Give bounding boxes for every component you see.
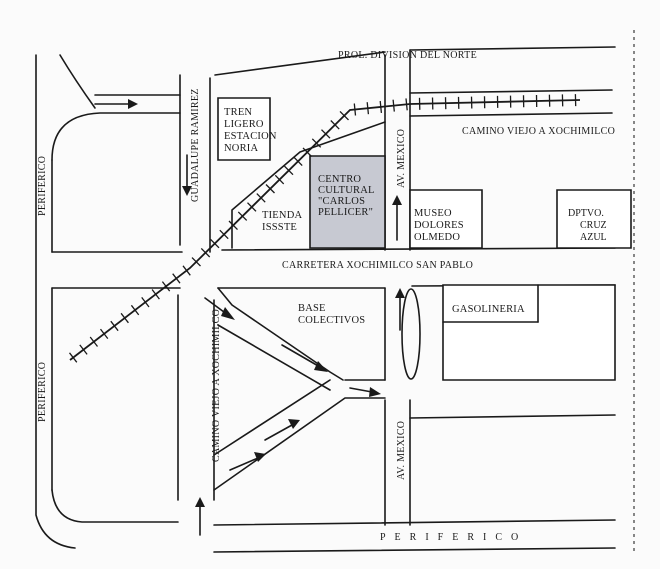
track-tie	[294, 157, 302, 166]
track-tie	[275, 175, 283, 184]
track-tie	[183, 266, 190, 276]
track-tie	[406, 98, 407, 110]
arrow-guadalupe-down	[182, 155, 192, 196]
track-tie	[142, 297, 149, 307]
arrow-av-mexico-oval	[395, 288, 405, 330]
label-periferico-left-bottom: PERIFERICO	[37, 362, 48, 422]
track-tie	[380, 101, 381, 113]
track-tie	[201, 248, 209, 257]
arrow-diagonal-3	[350, 387, 381, 397]
label-prol-division-del-norte: PROL. DIVISION DEL NORTE	[338, 50, 477, 61]
label-centro-cultural: CENTRO CULTURAL "CARLOS PELLICER"	[318, 174, 377, 218]
track-tie	[162, 282, 169, 292]
tren-ligero-block	[218, 98, 270, 160]
track-tie	[111, 321, 118, 331]
arrow-av-mexico-up	[392, 195, 402, 240]
label-camino-viejo-top: CAMINO VIEJO A XOCHIMILCO	[462, 126, 615, 137]
track-tie	[121, 313, 128, 323]
label-periferico-left-top: PERIFERICO	[37, 156, 48, 216]
arrow-diagonal-1	[205, 298, 235, 320]
label-av-mexico-top: AV. MEXICO	[396, 129, 407, 188]
track-tie	[322, 130, 331, 139]
buildings	[218, 98, 631, 380]
track-tie	[248, 203, 257, 212]
street-outlines	[36, 47, 615, 552]
track-tie	[220, 230, 228, 239]
label-deportivo: DPTVO. CRUZ AZUL	[568, 208, 609, 243]
track-tie	[266, 185, 275, 194]
label-periferico-bottom: PERIFERICO	[380, 532, 527, 543]
label-av-mexico-bottom: AV. MEXICO	[396, 421, 407, 480]
traffic-arrows	[95, 99, 405, 535]
place-labels: TREN LIGERO ESTACION NORIA CENTRO CULTUR…	[224, 107, 609, 326]
label-guadalupe-ramirez: GUADALUPE RAMIREZ	[190, 88, 201, 202]
track-tie	[331, 121, 339, 130]
gasolineria-block	[443, 285, 615, 380]
museo-block	[410, 190, 482, 248]
street-labels: PROL. DIVISION DEL NORTE CAMINO VIEJO A …	[37, 50, 615, 543]
track-tie	[173, 274, 180, 284]
light-rail-track	[70, 94, 581, 362]
arrow-camino-up	[195, 497, 205, 535]
label-carretera: CARRETERA XOCHIMILCO SAN PABLO	[282, 260, 473, 271]
track-tie	[211, 239, 220, 248]
track-tie	[229, 221, 238, 230]
track-tie	[257, 194, 265, 203]
arrow-diagonal-2	[282, 345, 328, 372]
arrow-wedge-up	[265, 419, 300, 440]
track-tie	[131, 305, 138, 315]
track-tie	[101, 329, 108, 339]
label-tren-ligero: TREN LIGERO ESTACION NORIA	[224, 107, 280, 154]
track-tie	[70, 353, 77, 363]
arrow-periferico-top	[95, 99, 138, 109]
track-tie	[152, 290, 159, 300]
track-tie	[303, 148, 312, 157]
track-tie	[80, 345, 87, 355]
track-tie	[354, 104, 355, 116]
track-tie	[312, 139, 320, 148]
arrow-wedge-low	[230, 452, 266, 470]
track-tie	[393, 100, 394, 112]
label-gasolineria: GASOLINERIA	[452, 304, 525, 315]
label-camino-viejo-vertical: CAMINO VIEJO A XOCHIMILCO	[211, 309, 222, 462]
deportivo-block	[557, 190, 631, 248]
label-tienda-issste: TIENDA ISSSTE	[262, 210, 305, 233]
label-museo: MUSEO DOLORES OLMEDO	[414, 208, 467, 243]
track-tie	[90, 337, 97, 347]
track-tie	[238, 212, 246, 221]
label-base-colectivos: BASE COLECTIVOS	[298, 303, 365, 326]
track-tie	[367, 102, 368, 114]
track-tie	[340, 111, 349, 120]
track-tie	[285, 166, 294, 175]
centro-cultural-block	[310, 156, 385, 248]
track-tie	[192, 258, 201, 267]
